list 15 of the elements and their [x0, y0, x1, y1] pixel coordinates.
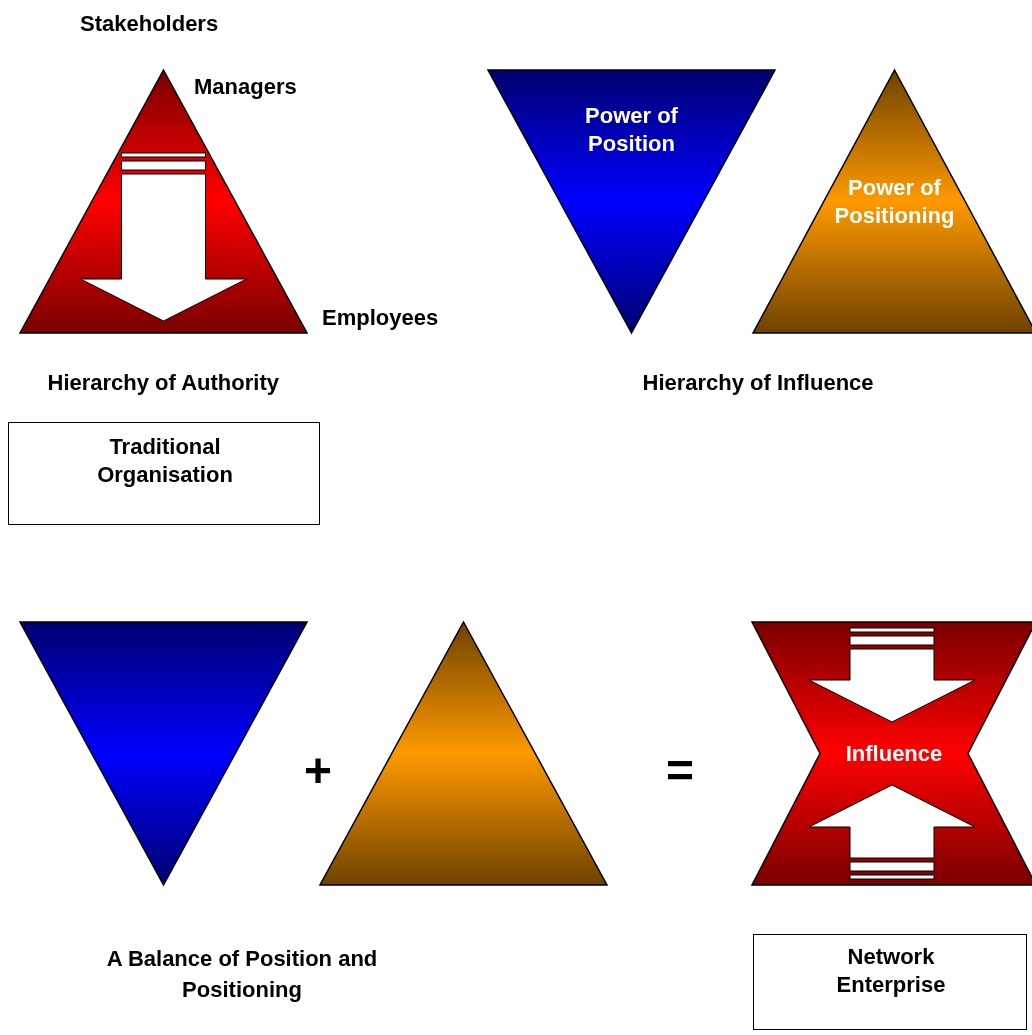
figure-caption: Hierarchy of Influence [642, 369, 874, 397]
shape-label: Influence [844, 740, 944, 768]
figure-caption: Hierarchy of Authority [47, 369, 279, 397]
plus-sign: + [304, 745, 333, 797]
box-title: Network Enterprise [835, 943, 947, 999]
box-title: Traditional Organisation [96, 433, 234, 489]
level-label: Employees [322, 304, 439, 332]
text-box [8, 422, 320, 525]
text-box [753, 934, 1027, 1030]
figure-caption: A Balance of Position and Positioning [105, 945, 379, 1004]
group-heading: Stakeholders [80, 10, 219, 38]
equals-sign: = [666, 745, 695, 797]
shape-label: Power of Position [584, 102, 679, 158]
level-label: Managers [194, 73, 297, 101]
shape-label: Power of Positioning [833, 174, 956, 230]
